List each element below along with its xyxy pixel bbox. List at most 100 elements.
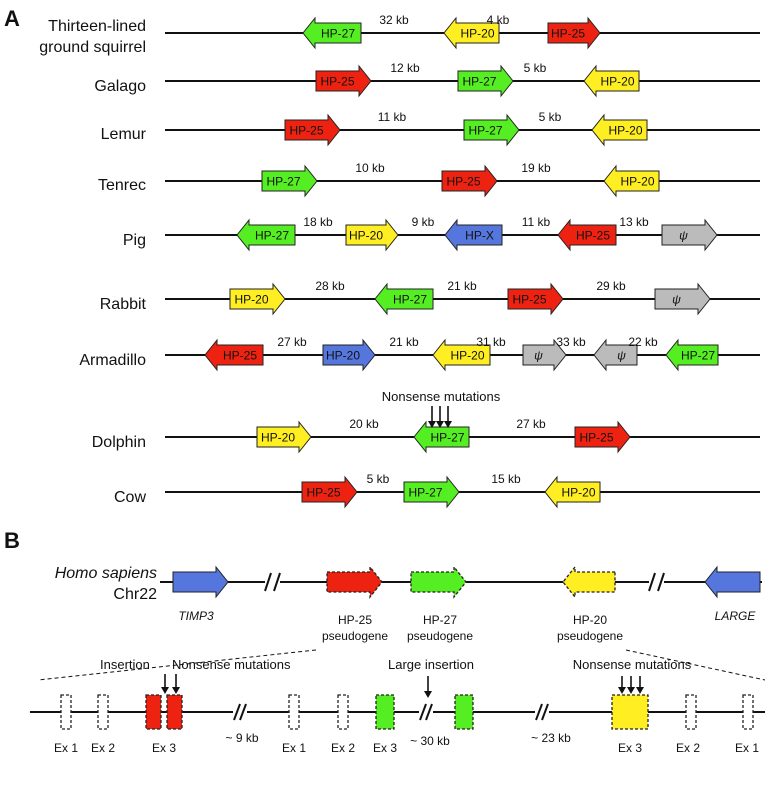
species-name: Cow xyxy=(114,489,146,506)
gene-arrow: ψ xyxy=(522,338,567,372)
gene-arrow-shape xyxy=(562,565,616,599)
nonsense-mutations-label: Nonsense mutations xyxy=(382,389,501,404)
gene-arrow: HP-27 xyxy=(374,282,434,316)
distance-label: 15 kb xyxy=(491,472,521,486)
gene-label: HP-25 xyxy=(306,486,340,500)
species-name: Lemur xyxy=(101,126,147,143)
gene-arrow: HP-25 xyxy=(547,16,601,50)
distance-label: 27 kb xyxy=(516,417,546,431)
distance-label: 28 kb xyxy=(315,279,345,293)
gene-label: HP-20 xyxy=(561,486,595,500)
gene-arrow: HP-20 xyxy=(256,420,312,454)
gene-arrow: HP-27 xyxy=(236,218,296,252)
exon-box xyxy=(166,694,183,730)
distance-label: 11 kb xyxy=(378,110,407,124)
gene-label: HP-27 xyxy=(266,175,300,189)
gene-label: HP-27 xyxy=(393,293,427,307)
insertion-label: Insertion xyxy=(100,657,150,672)
exon-label: Ex 1 xyxy=(735,741,759,755)
gene-arrow-shape xyxy=(544,475,601,509)
human-gene-arrow xyxy=(704,565,761,599)
gene-label: HP-25 xyxy=(579,431,613,445)
exon-box xyxy=(337,694,349,730)
gene-label: HP-27 xyxy=(462,75,496,89)
exon-box xyxy=(60,694,72,730)
gene-arrow-shape xyxy=(322,338,376,372)
pseudogene-name: HP-27 xyxy=(423,613,457,627)
exon-label: Ex 3 xyxy=(618,741,642,755)
species-name: Galago xyxy=(94,78,146,95)
distance-label: 5 kb xyxy=(524,61,547,75)
gene-arrow-shape xyxy=(261,164,318,198)
gene-arrow-shape xyxy=(172,565,229,599)
mutation-arrow xyxy=(444,406,452,428)
gene-label: HP-25 xyxy=(223,349,257,363)
gene-label: HP-20 xyxy=(234,293,268,307)
gene-arrow-shape xyxy=(326,565,383,599)
gene-label: HP-20 xyxy=(460,27,494,41)
gene-arrow-shape xyxy=(665,338,719,372)
gene-label: HP-27 xyxy=(430,431,464,445)
human-gene-arrow xyxy=(410,565,467,599)
gene-arrow: HP-27 xyxy=(463,113,520,147)
exon-label: Ex 2 xyxy=(676,741,700,755)
mutation-arrow xyxy=(436,406,444,428)
gene-arrow: HP-25 xyxy=(204,338,264,372)
distance-label: 22 kb xyxy=(628,335,658,349)
exon-box xyxy=(742,694,754,730)
distance-label: 20 kb xyxy=(349,417,379,431)
axis-break xyxy=(535,703,549,721)
gene-name: LARGE xyxy=(715,609,757,623)
exon-box xyxy=(375,694,395,730)
species-name: Armadillo xyxy=(79,352,146,369)
gene-label: HP-25 xyxy=(551,27,585,41)
zoom-line-right xyxy=(625,649,766,681)
axis-break xyxy=(648,572,665,592)
gene-arrow-shape xyxy=(574,420,631,454)
gene-arrow: HP-20 xyxy=(583,64,640,98)
gene-arrow-shape xyxy=(443,16,500,50)
species-name: Tenrec xyxy=(98,177,146,194)
gene-label: HP-27 xyxy=(681,349,715,363)
pseudogene-name: HP-25 xyxy=(338,613,372,627)
gene-label: HP-20 xyxy=(600,75,634,89)
gene-arrow: HP-25 xyxy=(441,164,498,198)
gene-arrow: ψ xyxy=(661,218,718,252)
distance-label: 9 kb xyxy=(412,215,435,229)
distance-label: 21 kb xyxy=(447,279,477,293)
gene-arrow-shape xyxy=(463,113,520,147)
distance-label: 21 kb xyxy=(389,335,419,349)
gene-label: ψ xyxy=(534,349,543,363)
gene-arrow: HP-20 xyxy=(345,218,399,252)
gene-label: HP-25 xyxy=(576,229,610,243)
mutation-arrow xyxy=(172,674,180,694)
gene-arrow-shape xyxy=(236,218,296,252)
species-name: ground squirrel xyxy=(39,39,146,56)
gene-arrow-shape xyxy=(661,218,718,252)
exon-label: Ex 3 xyxy=(373,741,397,755)
gene-arrow: HP-20 xyxy=(603,164,660,198)
distance-label: 11 kb xyxy=(522,215,551,229)
gene-arrow-shape xyxy=(256,420,312,454)
gene-arrow-shape xyxy=(507,282,564,316)
gene-arrow-shape xyxy=(410,565,467,599)
human-gene-arrow xyxy=(172,565,229,599)
gene-arrow: HP-25 xyxy=(315,64,372,98)
distance-label: 5 kb xyxy=(539,110,562,124)
large-insertion-arrow xyxy=(424,676,432,698)
exon-box xyxy=(685,694,697,730)
gap-distance-label: ~ 30 kb xyxy=(410,734,450,748)
panel-a-letter: A xyxy=(4,6,20,31)
distance-label: 5 kb xyxy=(367,472,390,486)
gene-arrow: HP-27 xyxy=(302,16,362,50)
gene-label: HP-27 xyxy=(255,229,289,243)
gene-arrow-shape xyxy=(413,420,470,454)
human-gene-arrow xyxy=(326,565,383,599)
distance-label: 29 kb xyxy=(596,279,626,293)
exon-box xyxy=(611,694,649,730)
